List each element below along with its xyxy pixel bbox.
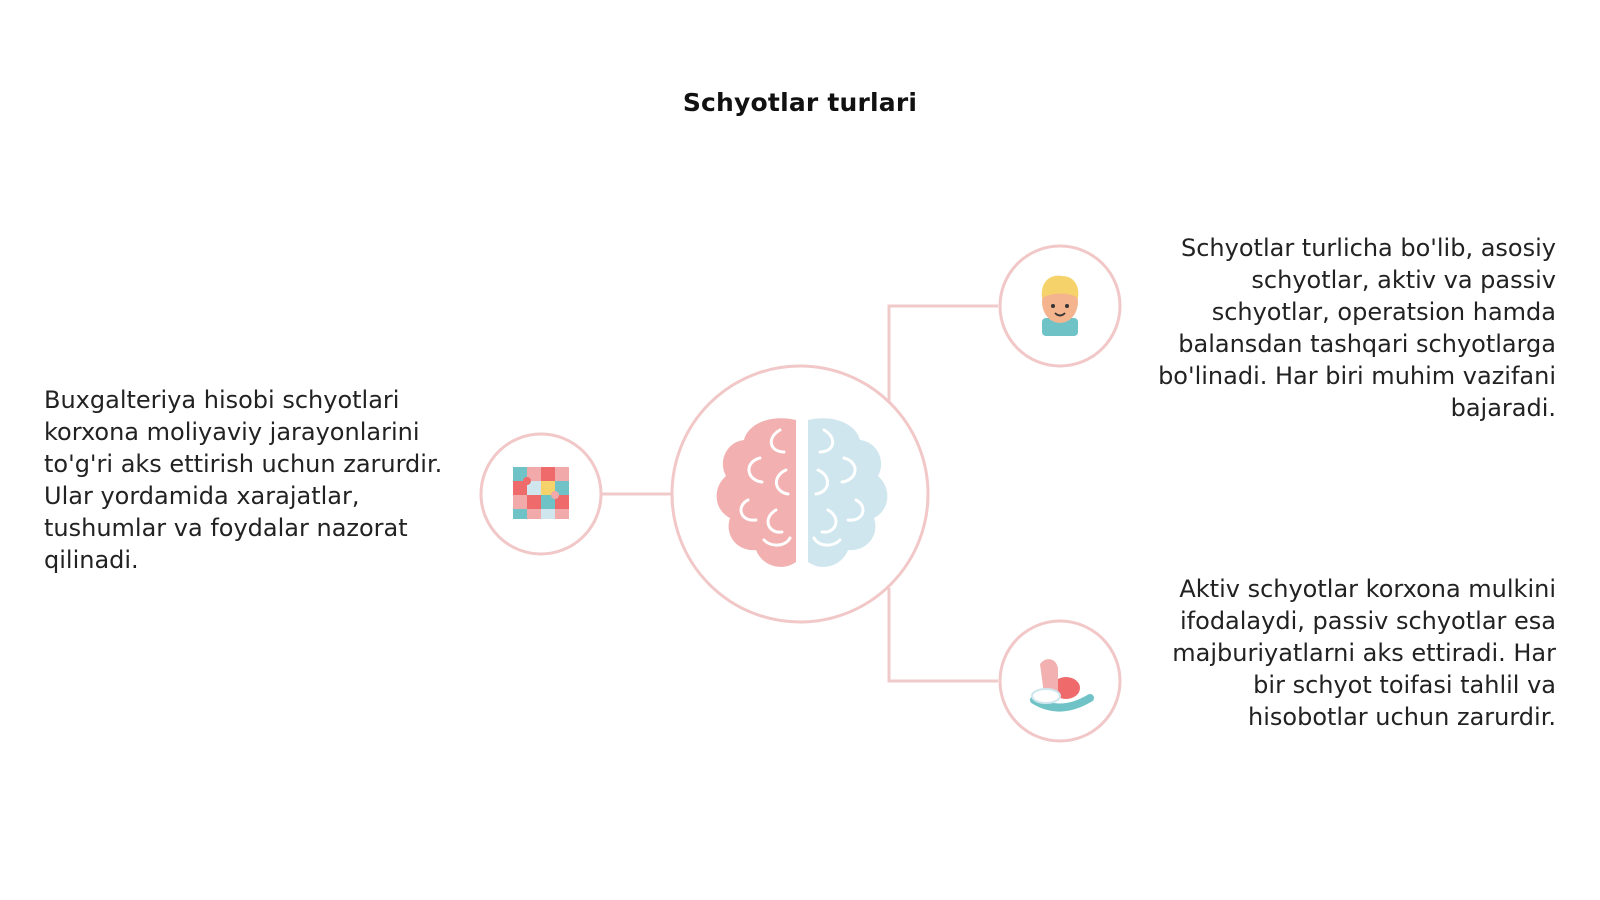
right-bottom-description: Aktiv schyotlar korxona mulkini ifodalay… [1172, 575, 1556, 731]
connector-right-bottom [887, 588, 998, 683]
child-face-icon [1041, 275, 1079, 336]
center-node [670, 364, 930, 624]
right-top-description: Schyotlar turlicha bo'lib, asosiy schyot… [1158, 234, 1556, 422]
brain-icon [716, 418, 888, 567]
connector-lines [601, 304, 998, 683]
left-node [479, 432, 603, 556]
puzzle-icon [513, 467, 569, 519]
slide-title: Schyotlar turlari [682, 88, 918, 117]
connector-right-top [887, 304, 998, 403]
right-top-node [998, 244, 1122, 368]
right-bottom-node [998, 619, 1122, 743]
rocking-horse-icon [1030, 659, 1094, 712]
center-circle [670, 364, 930, 624]
left-description: Buxgalteriya hisobi schyotlari korxona m… [44, 386, 443, 574]
